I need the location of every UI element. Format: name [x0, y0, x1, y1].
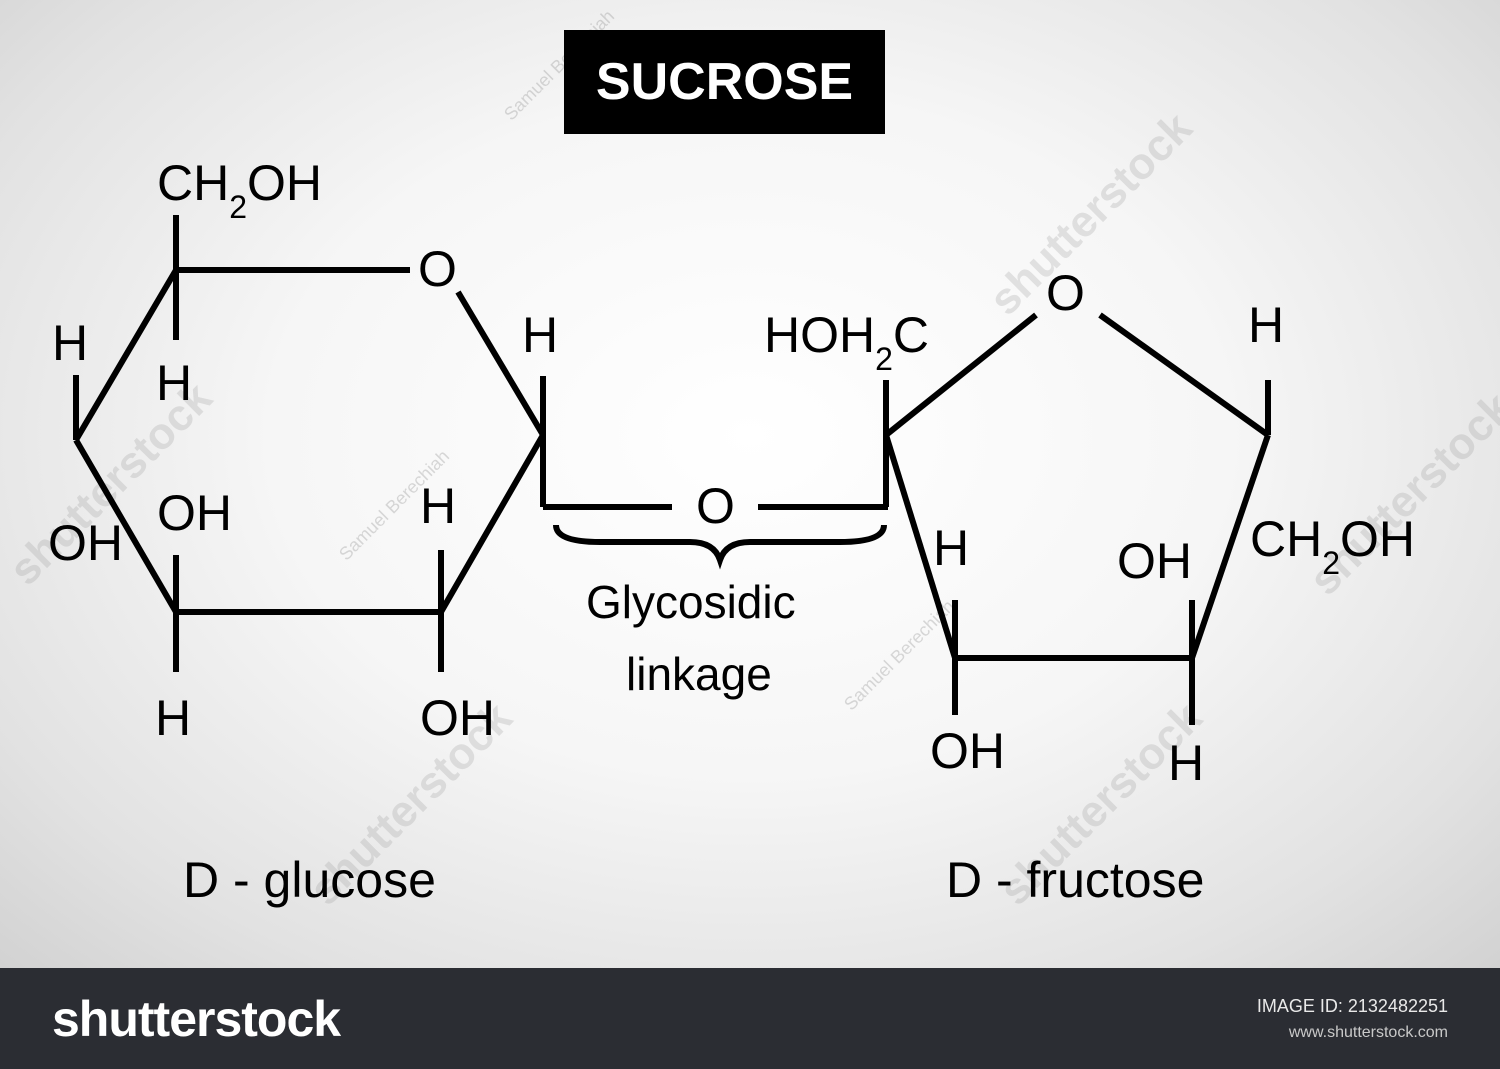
footer-brand-logo[interactable]: shutterstock	[52, 991, 341, 1047]
glucose-h-c2: H	[420, 478, 456, 534]
glucose-oh-c3: OH	[157, 485, 232, 541]
glucose-h-c4: H	[52, 315, 88, 371]
diagram-title: SUCROSE	[564, 30, 885, 134]
glycosidic-label-line1: Glycosidic	[586, 576, 796, 628]
fructose-oh-c3: OH	[930, 723, 1005, 779]
fructose-h-c5: H	[1248, 297, 1284, 353]
glucose-bond	[455, 290, 546, 437]
fructose-bond	[1098, 312, 1270, 438]
fructose-bond	[883, 434, 958, 659]
glucose-oh-c2: OH	[420, 690, 495, 746]
fructose-h-c3: H	[933, 520, 969, 576]
glycosidic-oxygen: O	[696, 478, 735, 534]
glycosidic-brace	[553, 524, 887, 570]
footer-bar: shutterstock IMAGE ID: 2132482251 www.sh…	[0, 968, 1500, 1069]
sucrose-structure: CH2OH O H H H OH OH H H OH D - glucose O…	[48, 155, 1415, 908]
glucose-bond	[73, 438, 179, 614]
glycosidic-label-line2: linkage	[626, 648, 772, 700]
fructose-hoh2c-label: HOH2C	[764, 307, 929, 377]
glucose-h-anomeric: H	[522, 307, 558, 363]
footer-url[interactable]: www.shutterstock.com	[1288, 1024, 1448, 1041]
footer-image-id: IMAGE ID: 2132482251	[1256, 996, 1448, 1016]
glucose-ch2oh-label: CH2OH	[157, 155, 322, 225]
fructose-caption: D - fructose	[946, 852, 1204, 908]
glucose-ring-oxygen: O	[418, 241, 457, 297]
fructose-ch2oh-label: CH2OH	[1250, 511, 1415, 581]
glucose-h-c3: H	[155, 690, 191, 746]
fructose-h-c4: H	[1168, 735, 1204, 791]
glucose-oh-c4: OH	[48, 515, 123, 571]
glucose-caption: D - glucose	[183, 852, 436, 908]
fructose-oh-c4: OH	[1117, 533, 1192, 589]
fructose-ring-oxygen: O	[1046, 265, 1085, 321]
glucose-bond	[73, 268, 179, 442]
glucose-h-c5: H	[156, 355, 192, 411]
fructose-bond	[884, 312, 1038, 438]
fructose-bond	[1189, 434, 1271, 659]
glucose-bond	[438, 433, 546, 614]
